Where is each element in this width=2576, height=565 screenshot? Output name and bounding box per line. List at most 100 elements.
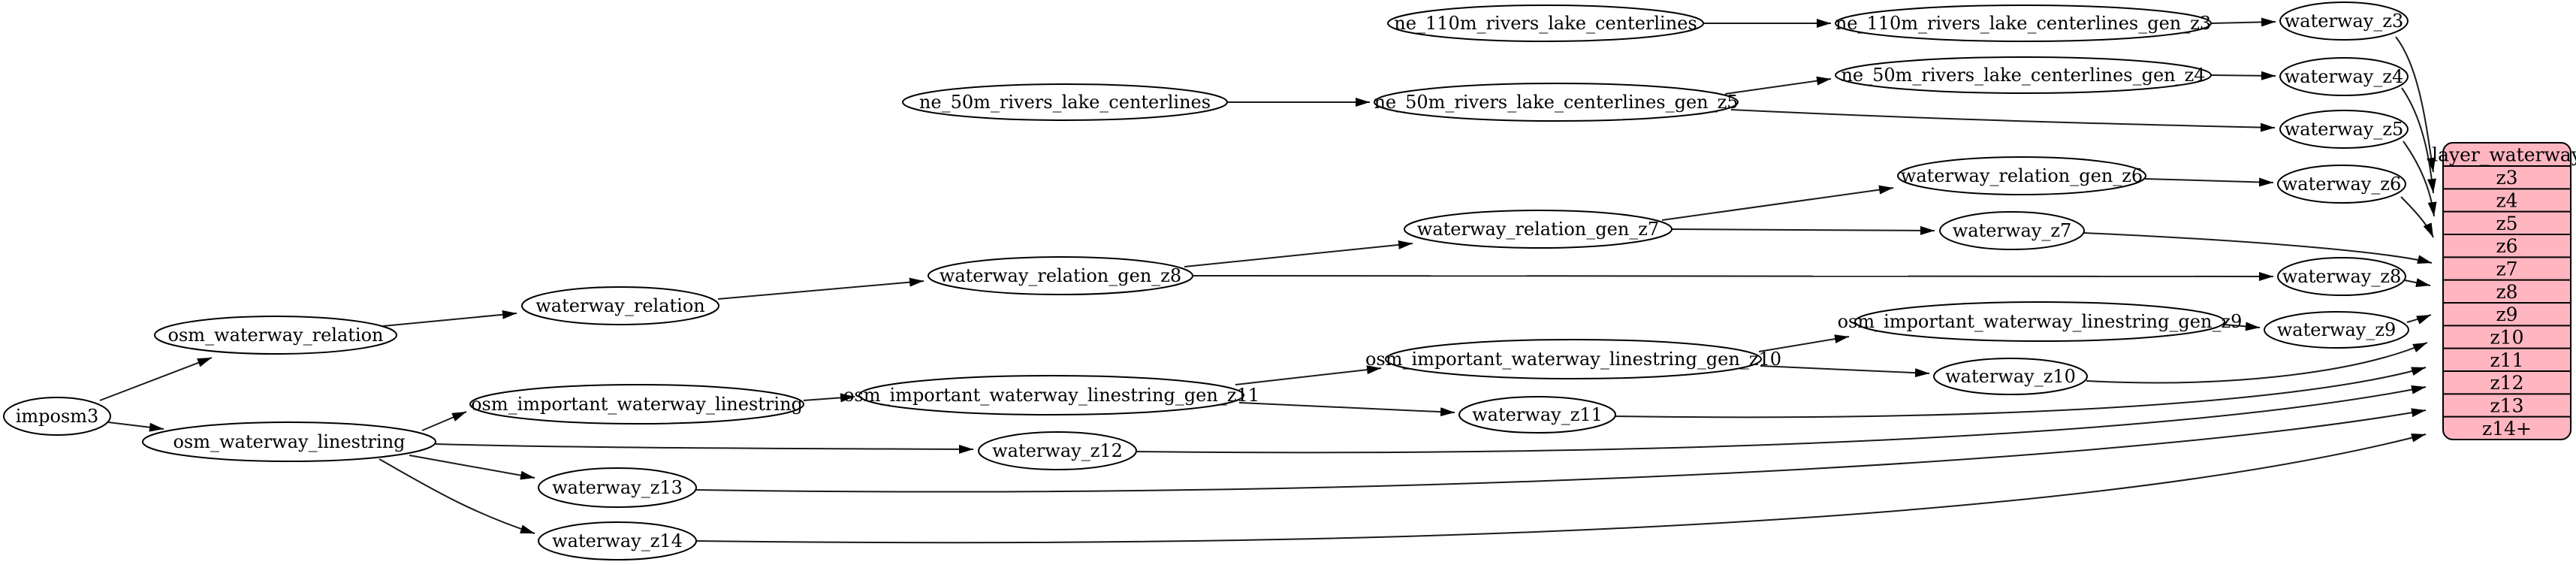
node-waterway_z11: waterway_z11 xyxy=(1458,396,1616,434)
node-label-waterway_z6: waterway_z6 xyxy=(2282,174,2402,195)
table-row-z8: z8 xyxy=(2496,281,2517,303)
node-waterway_z12: waterway_z12 xyxy=(978,431,1137,470)
node-waterway_z9: waterway_z9 xyxy=(2264,311,2409,349)
edge-waterway_relation_gen_z7-to-waterway_relation_gen_z6 xyxy=(1661,185,1894,221)
table-row-z3: z3 xyxy=(2496,167,2517,189)
node-label-waterway_z11: waterway_z11 xyxy=(1472,404,1603,425)
node-ellipse-osm_important_waterway_linestring_gen_z11 xyxy=(858,375,1244,415)
node-ellipse-waterway_relation_gen_z8 xyxy=(928,256,1193,295)
edge-waterway_z9-to-row_z9 xyxy=(2406,314,2432,325)
table-row-z10: z10 xyxy=(2490,327,2524,349)
edge-waterway_relation_gen_z8-to-waterway_relation_gen_z7 xyxy=(1184,240,1413,267)
edge-ne_50m_rivers_lake_centerlines_gen_z4-to-waterway_z4 xyxy=(2210,71,2276,80)
node-ne_110m_rivers_lake_centerlines: ne_110m_rivers_lake_centerlines xyxy=(1387,5,1704,42)
node-ellipse-ne_50m_rivers_lake_centerlines_gen_z5 xyxy=(1374,83,1739,122)
node-label-waterway_z4: waterway_z4 xyxy=(2285,66,2404,87)
edge-osm_important_waterway_linestring_gen_z11-to-osm_important_waterway_linestring_gen_z10 xyxy=(1235,365,1382,385)
table-row-z11: z11 xyxy=(2490,349,2524,371)
edge-osm_important_waterway_linestring_gen_z11-to-waterway_z11 xyxy=(1238,402,1455,417)
node-ellipse-waterway_z3 xyxy=(2279,2,2409,41)
node-label-osm_important_waterway_linestring_gen_z11: osm_important_waterway_linestring_gen_z1… xyxy=(843,385,1259,406)
node-waterway_z5: waterway_z5 xyxy=(2279,110,2409,149)
edge-waterway_relation_gen_z6-to-waterway_z6 xyxy=(2144,177,2274,187)
edge-waterway_z7-to-row_z7 xyxy=(2083,232,2433,264)
node-waterway_z10: waterway_z10 xyxy=(1933,358,2088,395)
edge-waterway_z12-to-row_z12 xyxy=(1136,385,2427,454)
node-ellipse-ne_50m_rivers_lake_centerlines_gen_z4 xyxy=(1835,56,2212,94)
node-ellipse-osm_important_waterway_linestring_gen_z9 xyxy=(1854,301,2225,342)
node-waterway_z14: waterway_z14 xyxy=(538,521,697,560)
node-ellipse-waterway_z10 xyxy=(1933,358,2088,395)
node-label-ne_110m_rivers_lake_centerlines_gen_z3: ne_110m_rivers_lake_centerlines_gen_z3 xyxy=(1835,13,2211,34)
node-ellipse-osm_important_waterway_linestring xyxy=(469,384,804,425)
node-ellipse-osm_waterway_relation xyxy=(154,316,397,355)
table-layer-waterway: layer_waterwayz3z4z5z6z7z8z9z10z11z12z13… xyxy=(2432,142,2576,440)
edge-ne_50m_rivers_lake_centerlines_gen_z5-to-waterway_z5 xyxy=(1730,109,2276,132)
edge-waterway_z11-to-row_z11 xyxy=(1615,367,2427,418)
node-label-osm_waterway_linestring: osm_waterway_linestring xyxy=(173,431,405,452)
node-waterway_z13: waterway_z13 xyxy=(538,467,697,508)
table-row-z5: z5 xyxy=(2496,213,2517,234)
edge-osm_waterway_relation-to-waterway_relation xyxy=(382,310,517,327)
node-label-ne_50m_rivers_lake_centerlines_gen_z4: ne_50m_rivers_lake_centerlines_gen_z4 xyxy=(1841,65,2205,86)
table-row-z9: z9 xyxy=(2496,304,2517,325)
node-label-osm_waterway_relation: osm_waterway_relation xyxy=(168,325,384,346)
node-waterway_relation_gen_z8: waterway_relation_gen_z8 xyxy=(928,256,1193,295)
node-osm_waterway_relation: osm_waterway_relation xyxy=(154,316,397,355)
nodes-layer: imposm3 osm_waterway_relation osm_waterway… xyxy=(3,2,2409,560)
node-ellipse-waterway_z12 xyxy=(978,431,1137,470)
node-label-waterway_z9: waterway_z9 xyxy=(2277,319,2397,340)
node-label-ne_50m_rivers_lake_centerlines: ne_50m_rivers_lake_centerlines xyxy=(919,92,1211,113)
edge-waterway_z6-to-row_z6 xyxy=(2400,196,2434,238)
edge-waterway_z13-to-row_z13 xyxy=(695,408,2427,493)
node-ellipse-waterway_z11 xyxy=(1458,396,1616,434)
node-ellipse-imposm3 xyxy=(3,397,111,436)
node-ellipse-waterway_z8 xyxy=(2277,257,2406,296)
edge-ne_50m_rivers_lake_centerlines_gen_z5-to-ne_50m_rivers_lake_centerlines_gen_z4 xyxy=(1724,76,1832,95)
edge-waterway_z3-to-row_z3 xyxy=(2395,36,2436,173)
edge-ne_110m_rivers_lake_centerlines_gen_z3-to-waterway_z3 xyxy=(2210,17,2276,27)
table-row-z12: z12 xyxy=(2490,372,2524,394)
node-ne_110m_rivers_lake_centerlines_gen_z3: ne_110m_rivers_lake_centerlines_gen_z3 xyxy=(1835,5,2212,42)
node-waterway_z3: waterway_z3 xyxy=(2279,2,2409,41)
node-ellipse-waterway_relation_gen_z7 xyxy=(1404,210,1673,249)
edge-osm_important_waterway_linestring_gen_z9-to-waterway_z9 xyxy=(2223,322,2261,331)
node-osm_important_waterway_linestring_gen_z11: osm_important_waterway_linestring_gen_z1… xyxy=(843,375,1259,415)
edge-imposm3-to-osm_waterway_relation xyxy=(99,357,213,401)
edge-waterway_z5-to-row_z5 xyxy=(2403,140,2437,217)
node-label-imposm3: imposm3 xyxy=(16,406,99,427)
node-label-waterway_z5: waterway_z5 xyxy=(2285,119,2404,140)
node-osm_important_waterway_linestring: osm_important_waterway_linestring xyxy=(469,384,804,425)
node-waterway_z7: waterway_z7 xyxy=(1939,211,2085,250)
node-osm_important_waterway_linestring_gen_z10: osm_important_waterway_linestring_gen_z1… xyxy=(1365,339,1781,379)
node-osm_important_waterway_linestring_gen_z9: osm_important_waterway_linestring_gen_z9 xyxy=(1838,301,2243,342)
node-waterway_relation_gen_z6: waterway_relation_gen_z6 xyxy=(1897,156,2146,195)
node-ellipse-osm_important_waterway_linestring_gen_z10 xyxy=(1385,339,1762,379)
node-label-ne_110m_rivers_lake_centerlines: ne_110m_rivers_lake_centerlines xyxy=(1394,13,1697,34)
node-label-waterway_z10: waterway_z10 xyxy=(1945,366,2076,387)
node-waterway_z4: waterway_z4 xyxy=(2279,57,2409,96)
edges-layer xyxy=(99,17,2437,544)
node-label-waterway_relation: waterway_relation xyxy=(535,295,704,316)
node-ellipse-osm_waterway_linestring xyxy=(142,421,436,462)
node-label-waterway_relation_gen_z8: waterway_relation_gen_z8 xyxy=(940,265,1181,286)
node-label-waterway_relation_gen_z7: waterway_relation_gen_z7 xyxy=(1417,219,1659,240)
node-waterway_relation: waterway_relation xyxy=(521,286,719,325)
node-label-waterway_z7: waterway_z7 xyxy=(1953,220,2072,241)
node-label-osm_important_waterway_linestring_gen_z9: osm_important_waterway_linestring_gen_z9 xyxy=(1838,311,2243,332)
node-label-waterway_z8: waterway_z8 xyxy=(2282,266,2402,287)
edge-waterway_z14-to-row_z14plus xyxy=(695,433,2427,544)
node-ne_50m_rivers_lake_centerlines: ne_50m_rivers_lake_centerlines xyxy=(902,83,1228,121)
node-ellipse-ne_50m_rivers_lake_centerlines xyxy=(902,83,1228,121)
edge-waterway_z10-to-row_z10 xyxy=(2086,342,2428,384)
edge-waterway_relation-to-waterway_relation_gen_z8 xyxy=(717,277,925,300)
node-label-osm_important_waterway_linestring_gen_z10: osm_important_waterway_linestring_gen_z1… xyxy=(1365,349,1781,370)
node-label-waterway_z3: waterway_z3 xyxy=(2285,11,2404,32)
node-ellipse-ne_110m_rivers_lake_centerlines_gen_z3 xyxy=(1835,5,2212,42)
node-label-osm_important_waterway_linestring: osm_important_waterway_linestring xyxy=(471,394,803,415)
table-row-z4: z4 xyxy=(2496,190,2517,212)
node-ne_50m_rivers_lake_centerlines_gen_z4: ne_50m_rivers_lake_centerlines_gen_z4 xyxy=(1835,56,2212,94)
table-row-z14plus: z14+ xyxy=(2482,418,2532,440)
node-waterway_z6: waterway_z6 xyxy=(2277,165,2406,204)
